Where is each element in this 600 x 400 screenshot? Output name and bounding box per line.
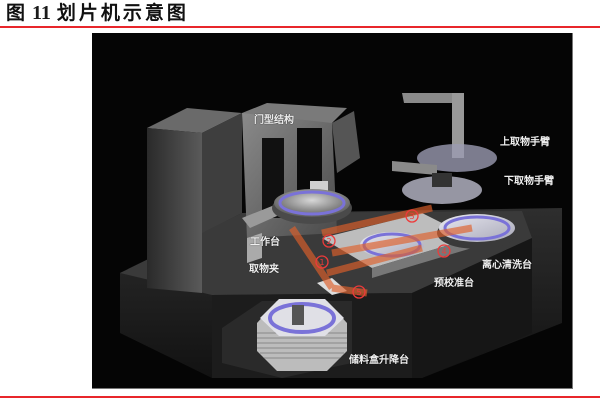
step-marker-3: 3 [409,212,414,221]
machine-illustration: 1 2 3 4 5 [120,93,562,378]
figure-title: 划片机示意图 [56,2,189,24]
top-rule [0,26,600,28]
label-worktable: 工作台 [250,237,280,248]
step-marker-5: 5 [356,288,361,297]
step-marker-1: 1 [319,258,324,267]
label-gantry-structure: 门型结构 [254,115,294,126]
figure-number: 11 [32,2,51,24]
step-marker-2: 2 [326,237,331,246]
label-cassette-elevator: 储料盒升降台 [349,355,409,366]
label-spin-clean-station: 离心清洗台 [482,260,532,271]
label-gripper: 取物夹 [249,264,279,275]
label-upper-pick-arm: 上取物手臂 [500,137,550,148]
label-pre-align-station: 预校准台 [434,278,474,289]
dicing-machine-diagram: 1 2 3 4 5 门型结构 上取物手臂 下取物手臂 工作台 取物夹 离心清洗台… [92,33,573,389]
bottom-rule [0,396,600,398]
step-marker-4: 4 [441,247,446,256]
figure-prefix: 图 [6,2,29,24]
label-lower-pick-arm: 下取物手臂 [504,176,554,187]
